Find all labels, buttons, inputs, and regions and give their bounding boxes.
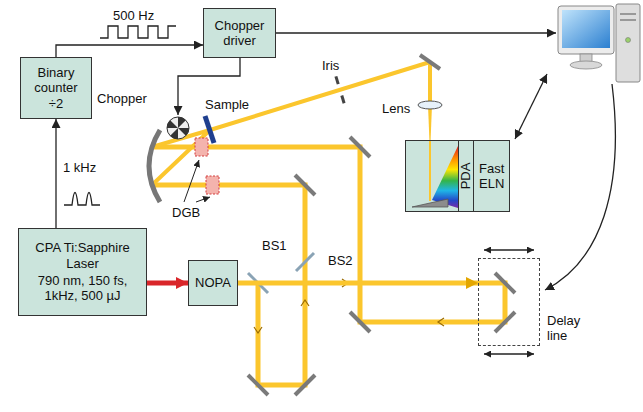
mirror [350, 312, 370, 332]
mirror [248, 375, 268, 395]
spectrum-fan [432, 146, 458, 208]
part-label: Lens [382, 101, 410, 116]
chopper-blades [167, 117, 189, 139]
box-text: NOPA [195, 275, 231, 290]
box-text: 790 nm, 150 fs, 1kHz, 500 µJ [27, 273, 139, 304]
concave-mirror [149, 130, 160, 202]
mirror [495, 312, 515, 332]
data-wire [515, 74, 547, 139]
mirror [350, 137, 370, 157]
control-wire [545, 84, 615, 290]
mirrors [248, 55, 515, 395]
connector [56, 45, 203, 57]
monitor [558, 6, 614, 54]
grating [412, 199, 448, 207]
drive-slot [620, 13, 636, 15]
part-label: Chopper [97, 91, 147, 106]
part-label: BS2 [328, 253, 353, 268]
beam-chevron [301, 300, 309, 306]
connector [238, 281, 478, 286]
driver-box: Chopper driver [203, 8, 276, 58]
signal-wire [276, 32, 556, 33]
leader-line [196, 197, 210, 202]
iris-blade [336, 76, 338, 84]
mirror [295, 175, 315, 195]
delay-stage: Delay line [478, 258, 540, 346]
part-label: Iris [322, 58, 339, 73]
sample-plate [205, 116, 214, 143]
stage-label: Delay line [547, 313, 580, 344]
detector-text: PDA [458, 163, 473, 190]
travel-arrow [484, 353, 534, 354]
grating-beam [429, 140, 431, 201]
part-label: BS1 [262, 238, 287, 253]
drive-slot [620, 19, 636, 21]
chopper-wheel [167, 117, 189, 139]
beam-chevrons [254, 279, 444, 333]
screen [562, 10, 610, 48]
pulse-train [64, 193, 100, 206]
nopa-box: NOPA [188, 260, 238, 306]
counter-box: Binary counter ÷2 [20, 57, 92, 119]
dgb-plate [206, 176, 219, 194]
electronics-text: Fast ELN [479, 161, 504, 192]
connector [147, 281, 188, 286]
detector-array: PDA [458, 140, 474, 212]
lens [418, 101, 442, 109]
signal-label: 1 kHz [62, 160, 97, 175]
mirror [295, 375, 315, 395]
chopper-disc [167, 117, 189, 139]
leader-line [184, 160, 199, 202]
mirror [420, 55, 440, 69]
signal-label: 500 Hz [112, 8, 155, 23]
part-label: DGB [172, 205, 200, 220]
travel-arrow [484, 249, 534, 250]
beam-splitter [296, 253, 314, 271]
power-button [626, 38, 631, 43]
iris-blade [342, 96, 344, 104]
laser-box: CPA Ti:Sapphire Laser790 nm, 150 fs, 1kH… [18, 228, 147, 316]
box-text: Chopper driver [210, 18, 270, 49]
spectrometer-ground [405, 140, 510, 212]
box-text: CPA Ti:Sapphire Laser [27, 240, 139, 271]
beam-chevron [254, 327, 262, 333]
signal-beam [210, 62, 430, 130]
beam-chevron [438, 318, 444, 326]
mirror [495, 273, 515, 293]
tower [616, 4, 640, 82]
box-text: Binary counter ÷2 [28, 65, 84, 111]
part-label: Sample [205, 97, 249, 112]
pump-beam [152, 147, 505, 322]
dgb-plate [195, 138, 208, 156]
monitor-base [570, 61, 602, 69]
square-wave [100, 26, 176, 38]
computer-icon [558, 4, 640, 82]
connector [55, 119, 56, 228]
spectrometer-box: Fast ELN PDA [405, 140, 510, 212]
